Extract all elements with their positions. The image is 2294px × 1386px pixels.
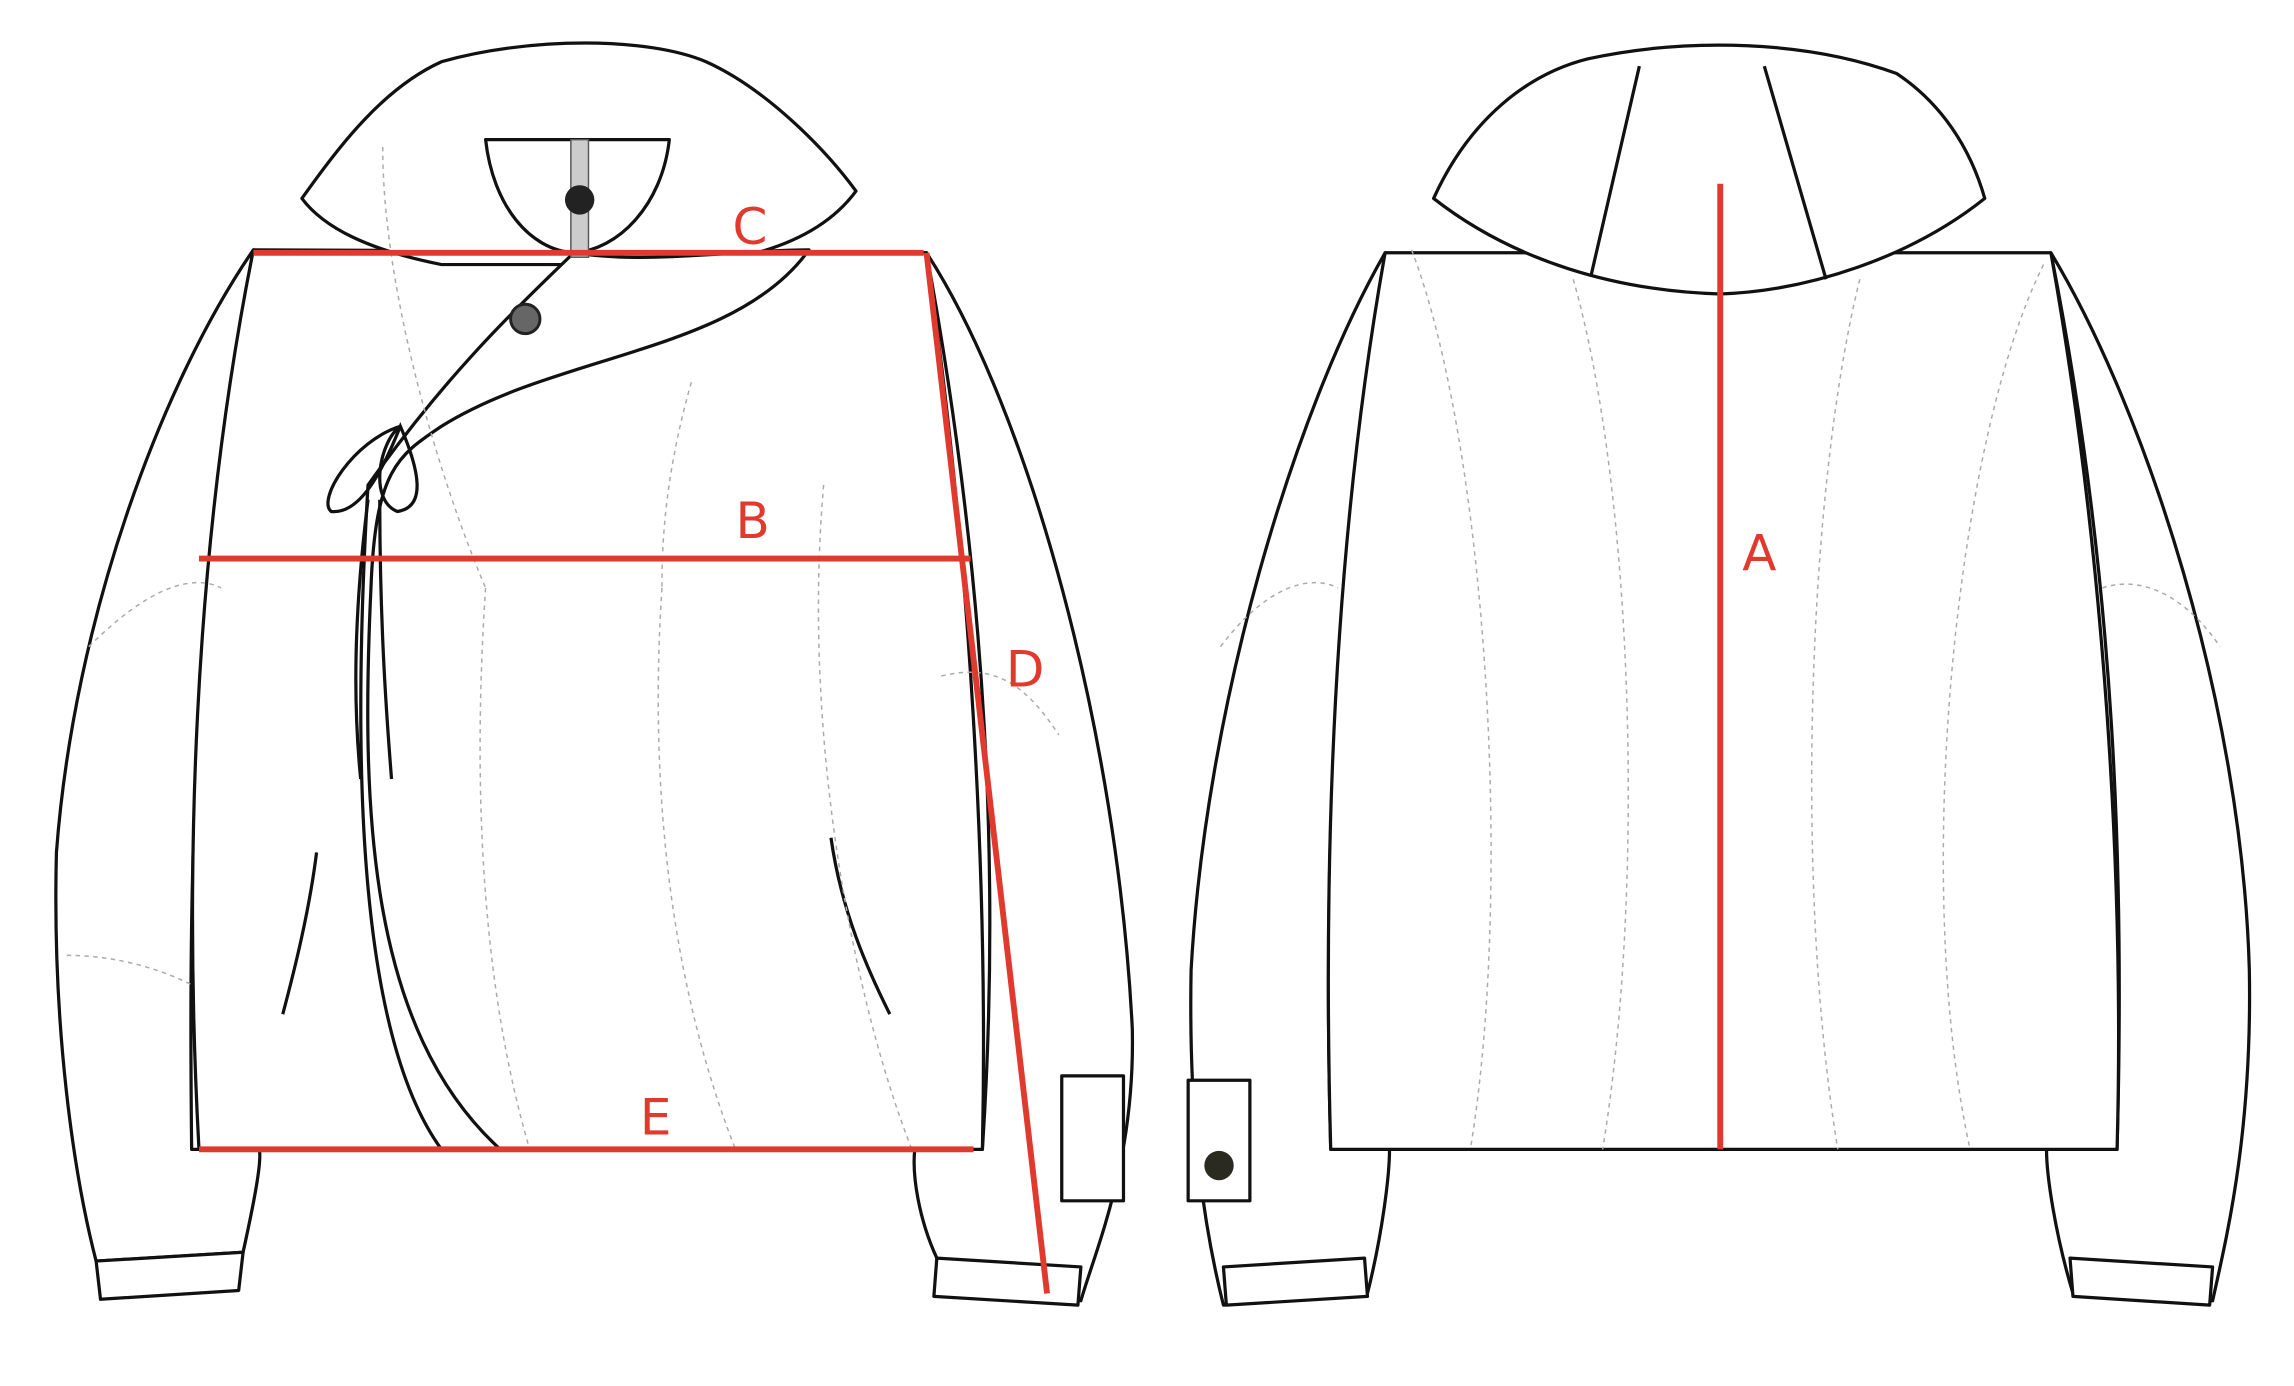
back-body xyxy=(1326,251,2121,1151)
flower-button-icon xyxy=(509,138,595,336)
tie-cord-icon xyxy=(326,422,419,780)
back-hood xyxy=(1431,43,1987,296)
front-quilting xyxy=(66,146,1060,1150)
sleeve-pocket-icon xyxy=(1060,1074,1126,1203)
back-view xyxy=(1186,43,2252,1307)
back-left-cuff xyxy=(1221,1256,1370,1307)
sleeve-pocket-icon xyxy=(1186,1078,1252,1203)
front-left-pocket xyxy=(281,852,319,1015)
front-left-cuff xyxy=(94,1250,245,1301)
front-right-pocket xyxy=(829,837,892,1015)
measure-label-c: C xyxy=(733,198,768,256)
measure-line-d xyxy=(923,252,1050,1294)
back-right-sleeve xyxy=(2044,251,2252,1303)
back-quilting xyxy=(1219,249,2221,1150)
front-view xyxy=(54,41,1135,1307)
back-hood-seams xyxy=(1589,65,1828,280)
measure-label-b: B xyxy=(735,492,769,550)
measure-label-d: D xyxy=(1006,640,1044,698)
front-right-sleeve xyxy=(912,251,1135,1303)
front-body xyxy=(190,248,986,1151)
front-right-cuff xyxy=(932,1256,1083,1307)
back-right-cuff xyxy=(2068,1256,2215,1307)
measurements: C B D E A xyxy=(198,183,1776,1294)
measure-label-a: A xyxy=(1742,524,1776,582)
measure-label-e: E xyxy=(640,1089,672,1147)
